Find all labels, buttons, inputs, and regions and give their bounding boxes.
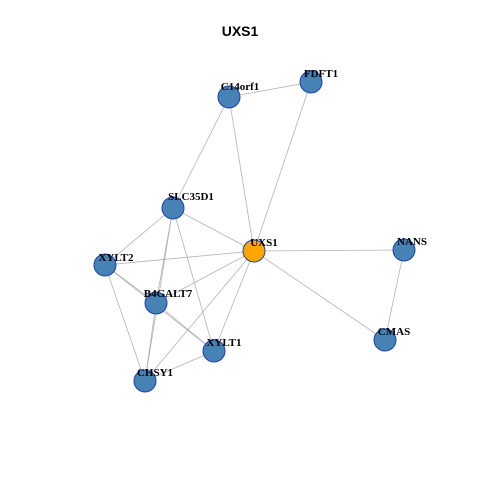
edge-uxs1-cmas <box>253 250 386 341</box>
edge-slc35d1-uxs1 <box>172 207 255 252</box>
node-label-chsy1: CHSY1 <box>137 367 173 379</box>
node-label-nans: NANS <box>397 236 427 248</box>
node-nans[interactable] <box>392 238 416 262</box>
edge-xylt2-uxs1 <box>104 250 255 266</box>
node-label-xylt2: XYLT2 <box>98 252 134 264</box>
node-slc35d1[interactable] <box>161 196 185 220</box>
node-label-fdft1: FDFT1 <box>304 68 338 80</box>
node-label-xylt1: XYLT1 <box>206 337 241 349</box>
edge-c14orf1-uxs1 <box>228 96 255 252</box>
node-label-uxs1: UXS1 <box>250 237 278 249</box>
node-xylt2[interactable] <box>93 253 117 277</box>
node-c14orf1[interactable] <box>217 85 241 109</box>
node-fdft1[interactable] <box>299 70 323 94</box>
edge-layer <box>104 81 405 382</box>
edge-uxs1-nans <box>253 249 405 252</box>
edge-xylt1-chsy1 <box>144 350 215 382</box>
edge-c14orf1-fdft1 <box>228 81 312 98</box>
node-label-slc35d1: SLC35D1 <box>168 191 214 203</box>
edge-uxs1-xylt1 <box>213 250 255 352</box>
node-chsy1[interactable] <box>133 369 157 393</box>
edge-uxs1-chsy1 <box>144 250 255 382</box>
node-cmas[interactable] <box>373 328 397 352</box>
graph-title: UXS1 <box>222 23 259 39</box>
edge-b4galt7-uxs1 <box>155 250 255 304</box>
node-layer <box>93 70 416 393</box>
edge-b4galt7-xylt1 <box>155 302 215 352</box>
edge-c14orf1-slc35d1 <box>172 96 230 209</box>
edge-b4galt7-chsy1 <box>144 302 157 382</box>
node-uxs1[interactable] <box>242 239 266 263</box>
node-b4galt7[interactable] <box>144 291 168 315</box>
edge-slc35d1-xylt2 <box>104 207 174 266</box>
node-label-cmas: CMAS <box>378 326 410 338</box>
node-xylt1[interactable] <box>202 339 226 363</box>
edge-xylt2-chsy1 <box>104 264 146 382</box>
edge-nans-cmas <box>384 249 405 341</box>
node-label-c14orf1: C14orf1 <box>221 81 260 93</box>
edge-fdft1-uxs1 <box>253 81 312 252</box>
label-layer: UXS1 C14orf1 FDFT1SLC35D1XYLT2B4GALT7XYLT1… <box>98 68 427 379</box>
edge-slc35d1-xylt1 <box>172 207 215 352</box>
node-label-b4galt7: B4GALT7 <box>144 288 193 300</box>
